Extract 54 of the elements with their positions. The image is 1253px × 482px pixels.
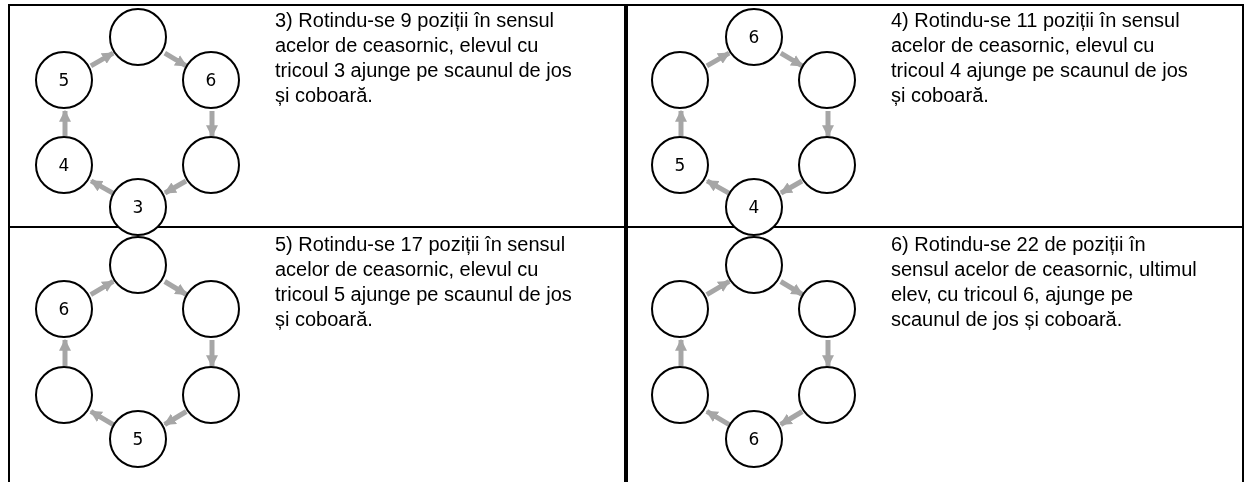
seat-circle <box>182 366 240 424</box>
seat-circle: 6 <box>35 280 93 338</box>
arrow <box>59 109 71 136</box>
arrow <box>59 338 71 366</box>
arrow <box>206 111 218 138</box>
arrow <box>705 279 731 297</box>
task-text: 5) Rotindu-se 17 poziții în sensul acelor de ceasornic, elevul cu tricoul 5 ajunge pe scaunul de jos și coboară. <box>275 232 573 332</box>
seat-circle: 4 <box>725 178 783 236</box>
seat-circle <box>798 280 856 338</box>
seat-circle: 4 <box>35 136 93 194</box>
task-text: 4) Rotindu-se 11 poziții în sensul acelor de ceasornic, elevul cu tricoul 4 ajunge pe scaunul de jos și coboară. <box>891 8 1189 108</box>
arrow <box>89 409 115 427</box>
arrow <box>163 279 188 297</box>
seat-circle: 6 <box>725 8 783 66</box>
arrow <box>89 279 115 297</box>
task-text: 3) Rotindu-se 9 poziții în sensul acelor de ceasornic, elevul cu tricoul 3 ajunge pe scaunul de jos și coboară. <box>275 8 573 108</box>
arrow <box>206 340 218 368</box>
task-text: 6) Rotindu-se 22 de poziții în sensul acelor de ceasornic, ultimul elev, cu tricoul 6, ajunge pe scaunul de jos și coboară. <box>891 232 1198 332</box>
arrow <box>675 338 687 366</box>
arrow <box>705 409 731 427</box>
arrow <box>779 178 804 196</box>
arrow <box>163 51 188 68</box>
arrow <box>163 178 188 196</box>
table-cell <box>624 226 1244 482</box>
arrow <box>89 50 115 69</box>
seat-circle: 5 <box>35 51 93 109</box>
seat-circle: 6 <box>725 410 783 468</box>
arrow <box>705 50 731 69</box>
seat-circle <box>725 236 783 294</box>
arrow <box>89 178 115 196</box>
seat-circle <box>651 366 709 424</box>
seat-circle <box>798 366 856 424</box>
seat-circle <box>651 51 709 109</box>
seat-circle <box>798 136 856 194</box>
arrow <box>705 178 731 196</box>
seat-circle <box>182 136 240 194</box>
seat-circle: 6 <box>182 51 240 109</box>
seat-circle <box>182 280 240 338</box>
seat-circle <box>35 366 93 424</box>
table-cell <box>8 226 628 482</box>
seat-circle <box>798 51 856 109</box>
arrow <box>675 109 687 136</box>
seat-circle <box>109 236 167 294</box>
seat-circle: 5 <box>651 136 709 194</box>
arrow <box>822 111 834 138</box>
arrow <box>822 340 834 368</box>
arrow <box>163 409 188 427</box>
arrow <box>779 409 804 427</box>
seat-circle <box>109 8 167 66</box>
seat-circle: 3 <box>109 178 167 236</box>
seat-circle <box>651 280 709 338</box>
arrow <box>779 51 804 68</box>
seat-circle: 5 <box>109 410 167 468</box>
arrow <box>779 279 804 297</box>
